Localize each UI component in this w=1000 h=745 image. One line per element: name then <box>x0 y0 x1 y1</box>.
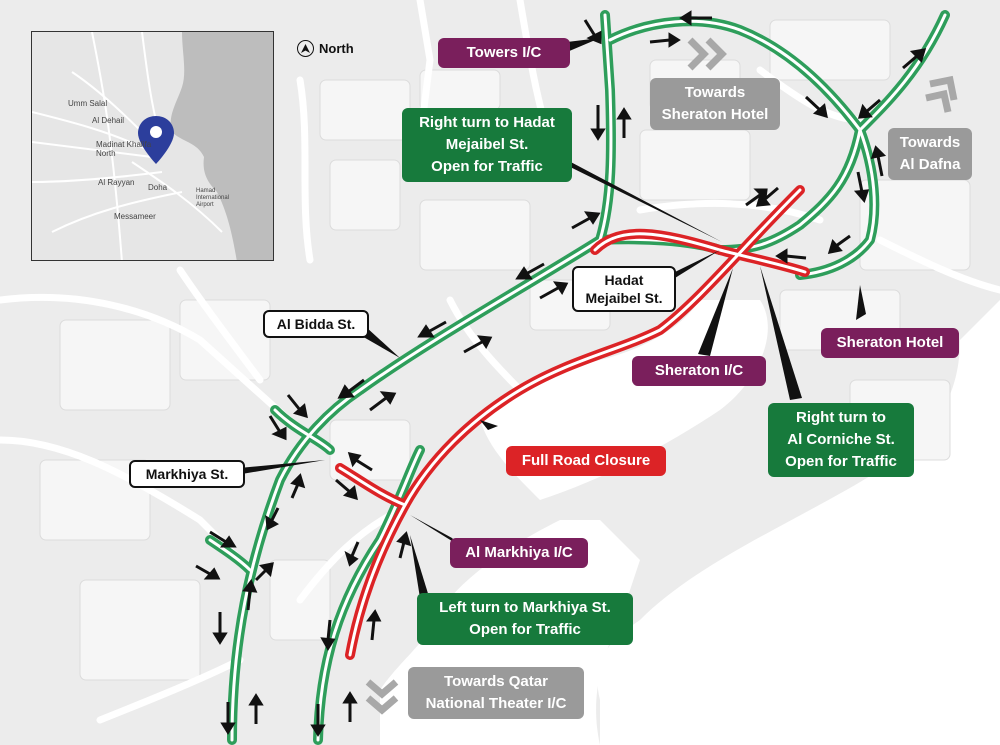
direction-arrow-icon <box>242 579 258 611</box>
inset-place-label: Al Rayyan <box>98 178 135 187</box>
towers-ic-text: Towers I/C <box>466 44 542 61</box>
direction-arrow-icon <box>254 562 274 582</box>
direction-arrow-icon <box>209 530 237 548</box>
direction-arrow-icon <box>616 107 632 138</box>
left-turn-markhiya-line2: Open for Traffic <box>469 621 581 638</box>
inset-place-label: Madinat Khalifa North <box>96 140 152 158</box>
direction-arrow-icon <box>745 188 768 207</box>
direction-arrow-icon <box>195 564 221 580</box>
direction-arrow-icon <box>310 704 326 737</box>
direction-arrow-icon <box>679 10 712 26</box>
direction-arrow-icon <box>369 391 397 412</box>
inset-place-label: Doha <box>148 183 168 192</box>
direction-arrow-icon <box>804 95 828 119</box>
inset-place-label: Umm Salal <box>68 99 108 108</box>
al-markhiya-ic-label: Al Markhiya I/C <box>450 538 588 568</box>
inset-place-label: Hamad International Airport <box>196 188 230 208</box>
hadat-mejaibel-line1: Hadat <box>604 272 644 288</box>
right-turn-hadat-line3: Open for Traffic <box>431 158 543 175</box>
left-turn-markhiya-line1: Left turn to Markhiya St. <box>439 599 611 616</box>
direction-arrow-icon <box>335 478 358 501</box>
direction-arrow-icon <box>268 415 287 441</box>
inset-place-label: Messameer <box>114 212 156 221</box>
right-turn-hadat-line2: Mejaibel St. <box>445 136 529 153</box>
inset-sea <box>170 32 273 260</box>
direction-arrow-icon <box>337 378 365 399</box>
towards-dafna-line2: Al Dafna <box>899 156 961 173</box>
right-turn-corniche-label: Right turn to Al Corniche St. Open for T… <box>768 403 914 477</box>
north-indicator: North <box>297 38 354 58</box>
towards-theater-label: Towards Qatar National Theater I/C <box>408 667 584 719</box>
leader-lines <box>218 38 866 600</box>
hadat-mejaibel-label: Hadat Mejaibel St. <box>572 266 676 312</box>
right-turn-hadat-label: Right turn to Hadat Mejaibel St. Open fo… <box>402 108 572 182</box>
direction-arrow-icon <box>396 531 412 559</box>
hadat-mejaibel-line2: Mejaibel St. <box>585 290 663 306</box>
north-label: North <box>319 40 354 56</box>
location-pin-icon <box>138 116 174 164</box>
left-turn-markhiya-label: Left turn to Markhiya St. Open for Traff… <box>417 593 633 645</box>
towards-theater-line1: Towards Qatar <box>444 673 548 690</box>
direction-arrow-icon <box>265 507 280 531</box>
chevron-right-icon <box>687 37 727 71</box>
right-turn-corniche-line1: Right turn to <box>796 409 886 426</box>
chevron-up-right-icon <box>925 75 958 113</box>
al-markhiya-ic-text: Al Markhiya I/C <box>465 544 573 561</box>
direction-arrow-icon <box>590 105 606 141</box>
direction-arrow-icon <box>463 335 493 354</box>
direction-arrow-icon <box>248 693 264 724</box>
direction-arrow-icon <box>220 702 236 735</box>
direction-arrow-icon <box>902 48 927 70</box>
direction-arrow-icon <box>853 171 870 203</box>
al-bidda-label: Al Bidda St. <box>263 310 369 338</box>
right-turn-corniche-line3: Open for Traffic <box>785 453 897 470</box>
direction-arrow-icon <box>342 691 358 722</box>
full-road-closure-label: Full Road Closure <box>506 446 666 476</box>
traffic-arrows <box>195 10 927 737</box>
markhiya-st-label: Markhiya St. <box>129 460 245 488</box>
inset-map-graphic <box>32 32 273 260</box>
right-turn-hadat-line1: Right turn to Hadat <box>419 114 555 131</box>
direction-arrow-icon <box>286 394 308 419</box>
direction-arrow-icon <box>366 609 382 641</box>
full-road-closure-text: Full Road Closure <box>521 452 651 469</box>
sheraton-hotel-text: Sheraton Hotel <box>836 334 944 351</box>
direction-arrow-icon <box>344 541 360 567</box>
inset-place-label: Al Dehail <box>92 116 125 125</box>
direction-arrow-icon <box>290 473 306 499</box>
towards-sheraton-label: Towards Sheraton Hotel <box>650 78 780 130</box>
direction-arrow-icon <box>515 262 545 280</box>
sheraton-ic-text: Sheraton I/C <box>654 362 744 379</box>
direction-arrow-icon <box>212 612 228 645</box>
direction-arrow-icon <box>320 619 336 651</box>
sheraton-hotel-label: Sheraton Hotel <box>821 328 959 358</box>
towards-dafna-line1: Towards <box>899 134 961 151</box>
direction-arrow-icon <box>347 451 373 472</box>
direction-arrow-icon <box>417 320 447 338</box>
direction-arrow-icon <box>827 234 851 254</box>
al-bidda-text: Al Bidda St. <box>276 316 356 332</box>
direction-arrow-icon <box>649 32 681 48</box>
towards-dafna-label: Towards Al Dafna <box>888 128 972 180</box>
right-turn-corniche-line2: Al Corniche St. <box>787 431 895 448</box>
direction-arrow-icon <box>870 145 887 177</box>
sea-area <box>597 0 1000 745</box>
towards-sheraton-line1: Towards <box>684 84 746 101</box>
towards-sheraton-line2: Sheraton Hotel <box>661 106 769 123</box>
closed-road <box>335 185 810 660</box>
direction-arrow-icon <box>539 281 569 300</box>
direction-arrow-icon <box>571 211 601 230</box>
towers-ic-label: Towers I/C <box>438 38 570 68</box>
towards-theater-line2: National Theater I/C <box>425 695 567 712</box>
chevron-down-icon <box>365 679 399 715</box>
direction-arrow-icon <box>583 19 602 45</box>
direction-arrow-icon <box>775 248 807 264</box>
sheraton-ic-label: Sheraton I/C <box>632 356 766 386</box>
north-arrow-icon <box>297 39 314 57</box>
location-inset-map: Umm Salal Al Dehail Madinat Khalifa Nort… <box>31 31 274 261</box>
direction-arrow-icon <box>857 98 881 119</box>
markhiya-st-text: Markhiya St. <box>145 466 229 482</box>
